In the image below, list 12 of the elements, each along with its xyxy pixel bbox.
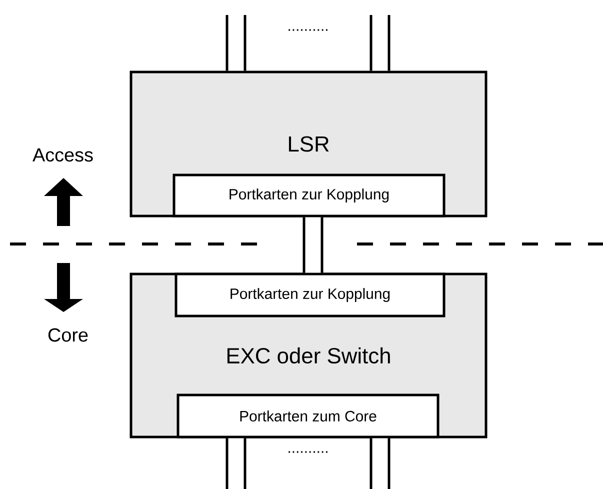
ellipsis-dots: .......... xyxy=(288,451,328,453)
double-line-connector xyxy=(226,438,246,489)
port-card-box: Portkarten zum Core xyxy=(176,394,440,438)
double-line-connector xyxy=(302,217,324,273)
double-line-connector xyxy=(370,15,390,71)
layer-label: Access xyxy=(32,148,93,162)
double-line-connector xyxy=(370,438,390,489)
layer-label: Core xyxy=(48,328,88,342)
port-card-box: Portkarten zur Kopplung xyxy=(174,272,446,318)
port-card-box: Portkarten zur Kopplung xyxy=(172,174,446,218)
ellipsis-dots: .......... xyxy=(288,29,328,31)
double-line-connector xyxy=(226,15,246,71)
